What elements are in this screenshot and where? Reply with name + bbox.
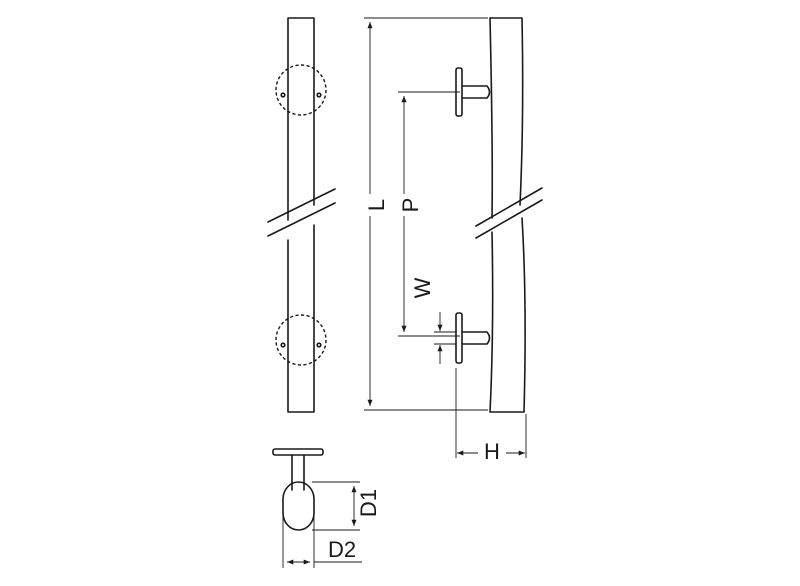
pitch-label: P bbox=[398, 198, 423, 213]
length-dimension: L bbox=[358, 17, 488, 411]
post-width-label: W bbox=[410, 277, 435, 298]
height-label: H bbox=[484, 439, 500, 464]
bar-depth-dimension: D1 bbox=[312, 481, 381, 531]
front-view-top-rosette bbox=[275, 64, 327, 116]
post-width-dimension: W bbox=[410, 277, 456, 364]
front-view-bottom-rosette bbox=[275, 314, 327, 366]
bar-width-label: D2 bbox=[328, 537, 356, 562]
side-view-top-post bbox=[455, 67, 491, 117]
side-view bbox=[455, 17, 543, 413]
height-dimension: H bbox=[455, 368, 527, 464]
front-view-bar bbox=[267, 17, 336, 413]
bar-width-dimension: D2 bbox=[282, 506, 362, 568]
front-view bbox=[267, 17, 336, 413]
section-view bbox=[272, 448, 324, 531]
pitch-dimension: P bbox=[392, 91, 460, 337]
side-view-bottom-post bbox=[455, 312, 491, 364]
bar-depth-label: D1 bbox=[356, 489, 381, 517]
length-label: L bbox=[364, 199, 389, 211]
side-view-bar bbox=[475, 17, 543, 413]
